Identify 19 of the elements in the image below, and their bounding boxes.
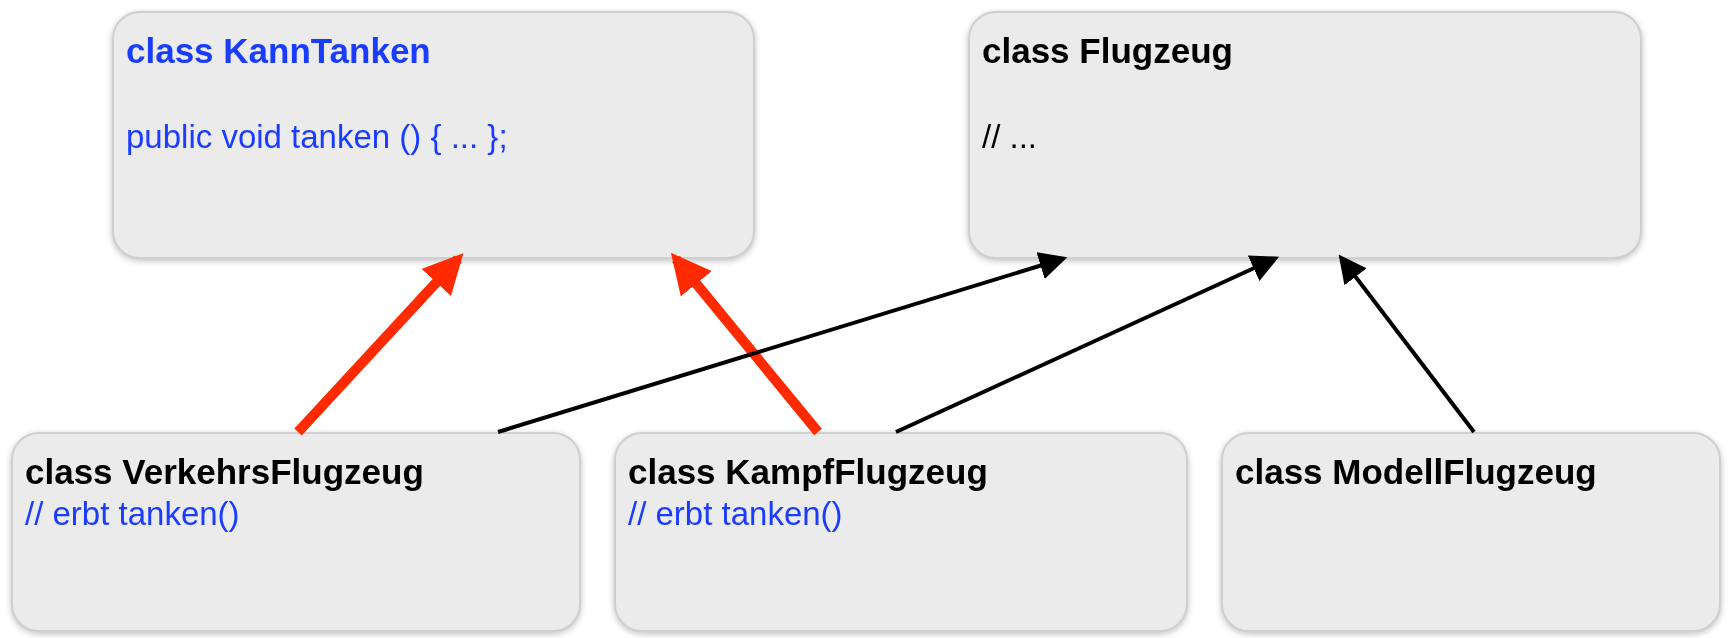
class-box [11, 432, 581, 632]
arrow [294, 253, 464, 436]
code-line: public void tanken () { ... }; [126, 117, 508, 157]
arrow [1338, 254, 1476, 434]
code-line: // erbt tanken() [25, 494, 240, 534]
class-title: class KannTanken [126, 30, 431, 72]
code-line: // ... [982, 117, 1037, 157]
class-box [1221, 432, 1721, 632]
arrow [895, 255, 1280, 434]
class-title: class KampfFlugzeug [628, 451, 988, 493]
class-box [112, 11, 755, 259]
arrow [497, 252, 1068, 434]
class-box [968, 11, 1642, 259]
code-line: // erbt tanken() [628, 494, 843, 534]
class-title: class ModellFlugzeug [1235, 451, 1597, 493]
arrow [670, 252, 822, 436]
class-title: class Flugzeug [982, 30, 1233, 72]
class-title: class VerkehrsFlugzeug [25, 451, 424, 493]
class-box [614, 432, 1188, 632]
